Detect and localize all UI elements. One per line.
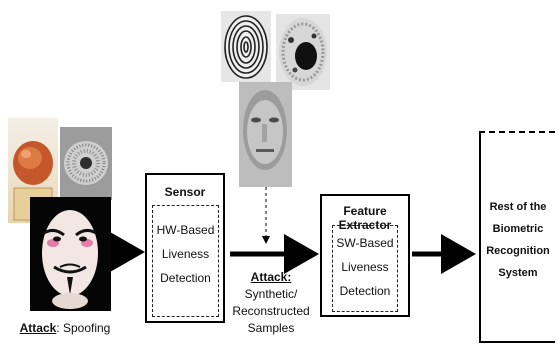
- fake-finger-image: [8, 118, 58, 223]
- rest-line-3: Recognition: [486, 245, 550, 257]
- feature-extractor-box: Feature Extractor SW-Based Liveness Dete…: [320, 194, 410, 317]
- synthetic-fingerprint-image: [221, 11, 271, 82]
- spoof-mask-image: [30, 197, 111, 311]
- synthetic-attack-line-3: Samples: [247, 321, 295, 335]
- sw-detection-line-2: Liveness: [341, 260, 389, 274]
- synthetic-face-image: [239, 82, 292, 187]
- hw-detection-line-1: HW-Based: [156, 223, 215, 237]
- spoofing-attack-label: Attack: Spoofing: [15, 320, 115, 337]
- hw-detection-line-2: Liveness: [161, 247, 210, 261]
- iris-image: [60, 127, 112, 200]
- rest-line-1: Rest of the: [489, 201, 547, 213]
- synthetic-attack-keyword: Attack:: [250, 270, 292, 284]
- synthetic-attack-line-2: Reconstructed: [232, 304, 310, 318]
- hw-liveness-detection-box: HW-Based Liveness Detection: [152, 205, 219, 317]
- sensor-box: Sensor HW-Based Liveness Detection: [145, 173, 225, 323]
- sensor-title: Sensor: [164, 185, 206, 199]
- spoofing-attack-keyword: Attack: [19, 321, 57, 335]
- synthetic-attack-line-1: Synthetic/: [244, 287, 298, 301]
- reconstructed-iris-image: [276, 14, 330, 90]
- sw-detection-line-1: SW-Based: [336, 236, 394, 250]
- synthetic-attack-label: Attack: Synthetic/ Reconstructed Samples: [228, 269, 314, 337]
- spoofing-attack-text: : Spoofing: [56, 321, 111, 335]
- sw-detection-line-3: Detection: [339, 284, 391, 298]
- sw-liveness-detection-box: SW-Based Liveness Detection: [332, 225, 398, 312]
- rest-line-2: Biometric: [492, 223, 544, 235]
- rest-line-4: System: [498, 267, 538, 279]
- hw-detection-line-3: Detection: [160, 271, 211, 285]
- rest-of-system-box: Rest of the Biometric Recognition System: [479, 131, 555, 343]
